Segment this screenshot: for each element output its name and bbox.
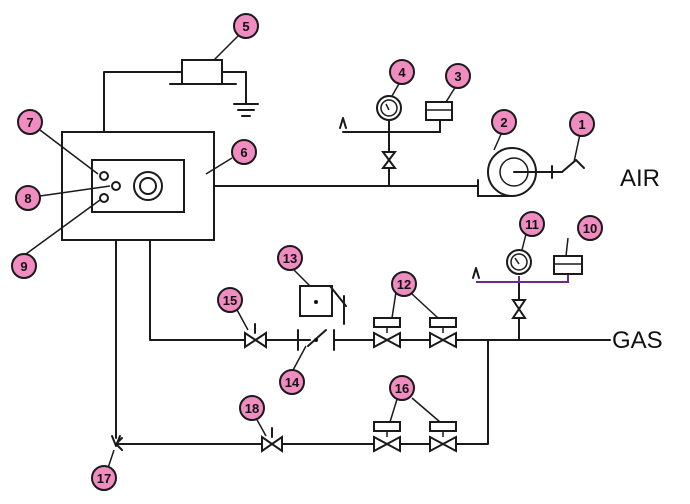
solenoid-valves-12 (373, 317, 457, 349)
callout-leaders (25, 35, 581, 469)
callout-11: 11 (519, 211, 545, 237)
svg-text:9: 9 (20, 259, 27, 274)
svg-text:13: 13 (283, 251, 297, 266)
arrowheads (111, 117, 480, 451)
gas-pressure-switch (553, 255, 583, 275)
svg-text:3: 3 (454, 69, 461, 84)
control-switch-box (299, 285, 347, 325)
vent-cock-18 (261, 427, 283, 453)
callout-6: 6 (231, 139, 257, 165)
svg-text:4: 4 (398, 65, 406, 80)
air-valve (381, 151, 397, 169)
gas-label: GAS (612, 327, 663, 354)
controller-5 (169, 59, 237, 85)
callout-16: 16 (389, 375, 415, 401)
callout-7: 7 (17, 109, 43, 135)
callout-3: 3 (445, 63, 471, 89)
svg-text:7: 7 (26, 115, 33, 130)
solenoid-valves-16 (373, 421, 457, 453)
motor-switch (551, 159, 585, 173)
callout-1: 1 (569, 111, 595, 137)
callout-15: 15 (217, 287, 243, 313)
svg-text:6: 6 (240, 145, 247, 160)
gas-pressure-gauge (506, 249, 532, 275)
callout-4: 4 (389, 59, 415, 85)
callout-9: 9 (11, 253, 37, 279)
svg-text:18: 18 (245, 401, 259, 416)
burner-housing (61, 131, 215, 241)
gas-branch-valve (511, 299, 527, 319)
air-pressure-gauge (376, 95, 402, 121)
svg-text:15: 15 (223, 293, 237, 308)
svg-text:10: 10 (583, 221, 597, 236)
air-pressure-switch (425, 101, 453, 121)
callout-2: 2 (491, 109, 517, 135)
blower (477, 147, 553, 197)
svg-text:1: 1 (578, 117, 585, 132)
ground-symbol (233, 103, 259, 117)
svg-text:17: 17 (97, 471, 111, 486)
callout-13: 13 (277, 245, 303, 271)
callout-5: 5 (233, 13, 259, 39)
piping-lines (103, 71, 611, 445)
callout-10: 10 (577, 215, 603, 241)
gas-cock-15 (244, 323, 267, 349)
callout-17: 17 (91, 465, 117, 491)
svg-text:5: 5 (242, 19, 249, 34)
svg-text:12: 12 (397, 277, 411, 292)
svg-text:8: 8 (24, 191, 31, 206)
air-label: AIR (620, 165, 660, 192)
svg-text:14: 14 (285, 375, 300, 390)
callout-8: 8 (15, 185, 41, 211)
callout-18: 18 (239, 395, 265, 421)
callout-12: 12 (391, 271, 417, 297)
callout-bubbles: 1 2 3 4 5 6 7 8 9 10 11 12 13 14 15 16 1… (11, 13, 603, 491)
solenoid-contact (297, 329, 335, 351)
svg-text:16: 16 (395, 381, 409, 396)
svg-text:11: 11 (525, 217, 539, 232)
svg-text:2: 2 (500, 115, 507, 130)
callout-14: 14 (279, 369, 305, 395)
